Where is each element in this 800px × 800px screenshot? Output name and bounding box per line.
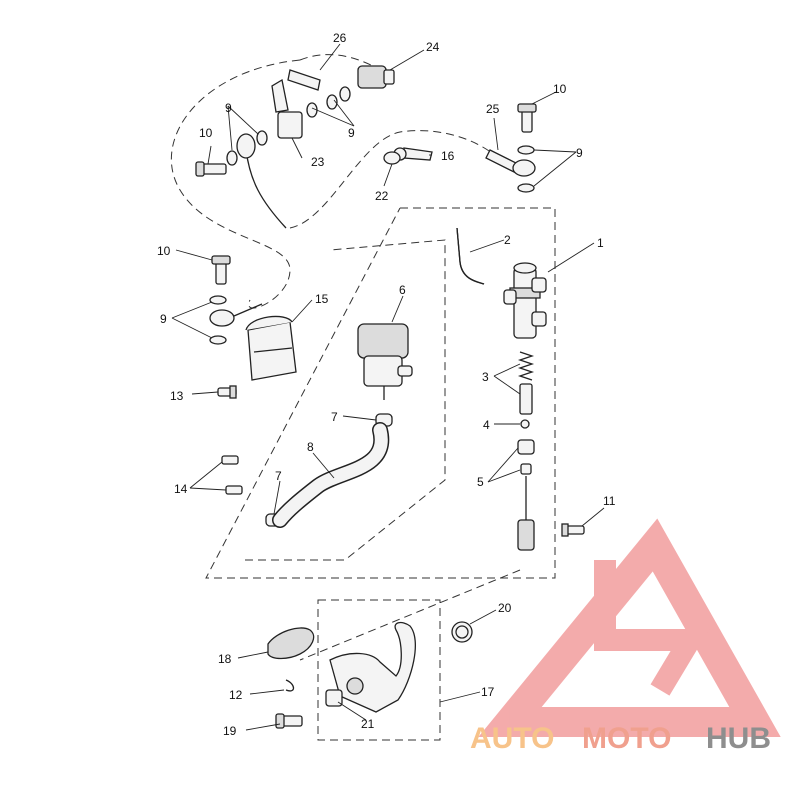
- callout-7-lower: 7: [275, 469, 282, 483]
- brake-pedal-part: [329, 621, 416, 713]
- callout-23: 23: [311, 155, 325, 169]
- callout-25: 25: [486, 102, 500, 116]
- callout-12: 12: [229, 688, 243, 702]
- watermark-hub: HUB: [706, 722, 771, 755]
- callout-5: 5: [477, 475, 484, 489]
- callout-6: 6: [399, 283, 406, 297]
- brake-switch-part: [357, 65, 395, 89]
- callout-4: 4: [483, 418, 490, 432]
- callout-26: 26: [333, 31, 347, 45]
- pedal-rubber-part: [267, 627, 315, 660]
- hose-clip-bracket-part: [393, 147, 433, 161]
- callout-16: 16: [441, 149, 455, 163]
- o-ring-part: [520, 419, 530, 429]
- callout-labels: 1 2 3 4 5 6 7 7 8 9 9 9 9 10 10 10 11 12…: [157, 31, 616, 738]
- callout-22: 22: [375, 189, 389, 203]
- callout-13: 13: [170, 389, 184, 403]
- spring-clip-part: [285, 679, 295, 692]
- reservoir-screws-part: [221, 455, 243, 495]
- bush-part: [325, 689, 343, 707]
- banjo-hose-mid-part: [209, 303, 263, 327]
- guard-screw-part: [217, 385, 237, 399]
- callout-9-left: 9: [225, 101, 232, 115]
- callout-19: 19: [223, 724, 237, 738]
- master-cylinder-part: [503, 262, 547, 339]
- callout-18: 18: [218, 652, 232, 666]
- pivot-bolt-part: [561, 523, 585, 537]
- banjo-bolt-left-part: [195, 161, 227, 177]
- callout-24: 24: [426, 40, 440, 54]
- return-spring-part: [451, 621, 473, 643]
- callout-10-right: 10: [553, 82, 567, 96]
- callout-8: 8: [307, 440, 314, 454]
- pedal-pivot-pin-part: [275, 713, 303, 729]
- banjo-bolt-right-part: [517, 103, 537, 133]
- pushrod-part: [517, 439, 535, 551]
- switch-bracket-part: [271, 69, 321, 139]
- reservoir-guard-part: [245, 315, 297, 381]
- dashed-outlines: [170, 54, 556, 741]
- callout-21: 21: [361, 717, 375, 731]
- callout-7-upper: 7: [331, 410, 338, 424]
- banjo-hose-right-part: [485, 149, 536, 177]
- watermark-moto: MOTO: [582, 722, 671, 755]
- callout-9-center: 9: [348, 126, 355, 140]
- callout-20: 20: [498, 601, 512, 615]
- callout-2: 2: [504, 233, 511, 247]
- banjo-bolt-mid-part: [211, 255, 231, 285]
- leader-lines: [171, 43, 605, 731]
- callout-11: 11: [603, 494, 616, 508]
- watermark-logo: [478, 518, 781, 737]
- callout-9-right: 9: [576, 146, 583, 160]
- breather-hose-part: [456, 227, 485, 285]
- callout-14: 14: [174, 482, 188, 496]
- callout-1: 1: [597, 236, 604, 250]
- reservoir-part: [357, 323, 413, 400]
- watermark-auto: AUTO: [470, 722, 554, 755]
- brake-hose-part: [245, 149, 287, 229]
- callout-15: 15: [315, 292, 329, 306]
- callout-3: 3: [482, 370, 489, 384]
- grommet-part: [383, 151, 401, 165]
- callout-9-mid: 9: [160, 312, 167, 326]
- callout-17: 17: [481, 685, 495, 699]
- callout-10-mid: 10: [157, 244, 171, 258]
- washers-part: [209, 86, 535, 345]
- callout-10-left: 10: [199, 126, 213, 140]
- spring-piston-part: [517, 351, 535, 415]
